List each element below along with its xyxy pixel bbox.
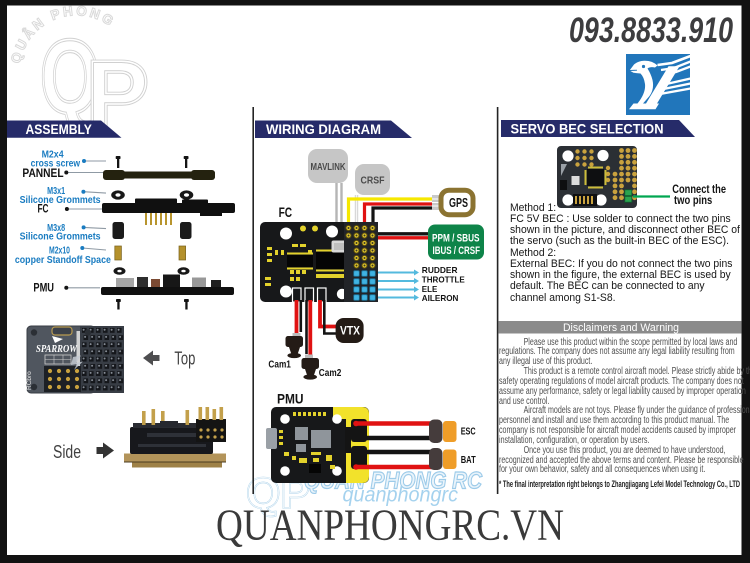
svg-text:PANNEL: PANNEL xyxy=(22,166,63,180)
svg-text:M2x10: M2x10 xyxy=(49,246,70,257)
svg-text:VTX: VTX xyxy=(340,324,360,338)
svg-text:QUANPHONGRC.VN: QUANPHONGRC.VN xyxy=(216,501,564,550)
svg-text:Cam2: Cam2 xyxy=(319,368,342,379)
svg-text:093.8833.910: 093.8833.910 xyxy=(569,11,733,50)
svg-text:Top: Top xyxy=(174,349,195,369)
svg-text:SERVO BEC SELECTION: SERVO BEC SELECTION xyxy=(511,120,664,136)
svg-text:Disclaimers and Warning: Disclaimers and Warning xyxy=(563,322,679,334)
svg-text:THROTTLE: THROTTLE xyxy=(422,274,465,284)
svg-text:ASSEMBLY: ASSEMBLY xyxy=(26,121,93,137)
svg-text:cross screw: cross screw xyxy=(31,159,81,170)
svg-text:CRSF: CRSF xyxy=(361,175,385,187)
svg-text:FC: FC xyxy=(38,202,49,216)
svg-text:AILERON: AILERON xyxy=(422,293,459,303)
svg-text:BAT: BAT xyxy=(461,455,476,466)
svg-text:ESC: ESC xyxy=(461,426,476,437)
svg-text:Silicone Grommets: Silicone Grommets xyxy=(20,195,101,206)
svg-text:PMU: PMU xyxy=(277,391,304,407)
svg-text:ELE: ELE xyxy=(422,284,438,294)
svg-text:IBUS / CRSF: IBUS / CRSF xyxy=(433,245,481,257)
svg-text:copper Standoff Space: copper Standoff Space xyxy=(15,255,111,266)
svg-text:PPM / SBUS: PPM / SBUS xyxy=(432,233,480,245)
svg-text:RUDDER: RUDDER xyxy=(422,265,458,275)
svg-text:Q: Q xyxy=(40,19,100,136)
svg-text:M3x1: M3x1 xyxy=(47,186,65,197)
svg-text:FC: FC xyxy=(279,205,293,220)
svg-text:M3x8: M3x8 xyxy=(47,223,65,234)
svg-text:Q: Q xyxy=(40,19,100,136)
svg-text:WIRING DIAGRAM: WIRING DIAGRAM xyxy=(266,121,381,137)
svg-text:Side: Side xyxy=(53,442,81,462)
svg-text:MAVLINK: MAVLINK xyxy=(311,162,347,173)
svg-text:Cam1: Cam1 xyxy=(268,360,291,371)
svg-text:Silicone Grommets: Silicone Grommets xyxy=(20,231,101,242)
svg-text:M2x4: M2x4 xyxy=(42,150,64,161)
svg-text:quanphongrc: quanphongrc xyxy=(343,484,459,507)
svg-text:GPS: GPS xyxy=(449,196,468,210)
svg-text:two pins: two pins xyxy=(674,193,712,207)
svg-text:SPARROW: SPARROW xyxy=(36,344,78,355)
svg-text:RCbro: RCbro xyxy=(26,371,33,390)
svg-text:PMU: PMU xyxy=(33,281,54,295)
svg-text:Connect the: Connect the xyxy=(672,182,726,196)
